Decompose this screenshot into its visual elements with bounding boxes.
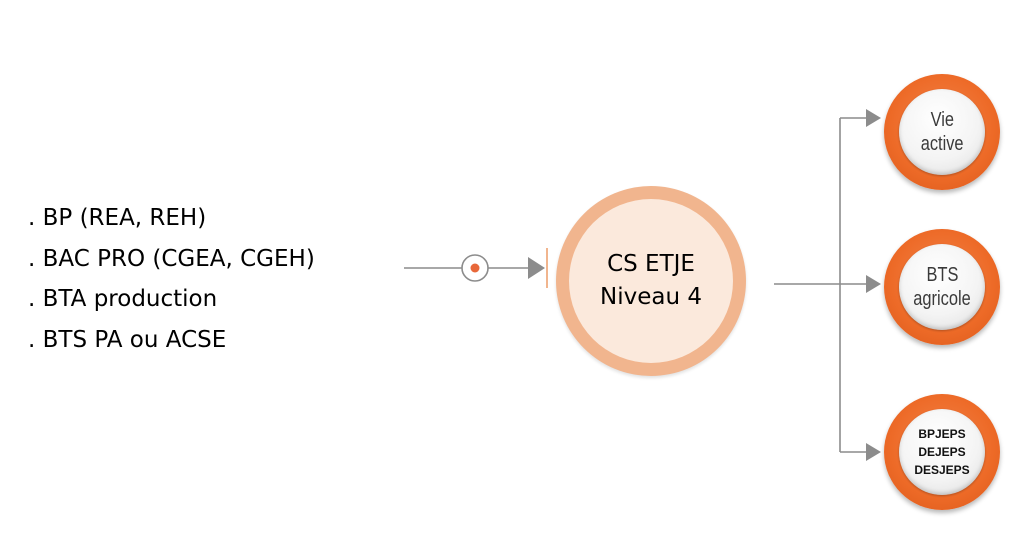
outcome-node-vie-active: Vie active (884, 74, 1000, 190)
prerequisite-list: . BP (REA, REH) . BAC PRO (CGEA, CGEH) .… (28, 198, 315, 360)
prerequisite-item: . BTA production (28, 286, 218, 312)
outcome-label-line: BTS (926, 264, 958, 286)
input-marker-dot (470, 263, 480, 273)
outcome-label-line: DEJEPS (918, 445, 966, 459)
outcome-label-line: DESJEPS (914, 463, 970, 477)
center-node: CS ETJE Niveau 4 (569, 199, 733, 363)
outcome-node-jeps: BPJEPS DEJEPS DESJEPS (884, 394, 1000, 510)
center-node-line1: CS ETJE (607, 251, 695, 277)
prerequisite-item: . BAC PRO (CGEA, CGEH) (28, 245, 315, 272)
outcome-label-line: BPJEPS (918, 427, 966, 441)
input-arrow-head (528, 257, 545, 279)
prerequisite-item: . BTS PA ou ACSE (28, 326, 227, 353)
center-left-tab (546, 248, 548, 288)
outcome-disc: BPJEPS DEJEPS DESJEPS (899, 409, 985, 495)
center-node-line2: Niveau 4 (600, 284, 702, 310)
outcome-label-line: active (920, 133, 964, 155)
prerequisite-item: . BP (REA, REH) (28, 205, 207, 231)
branch-arrow-bottom (866, 443, 881, 461)
branch-arrow-middle (866, 275, 881, 293)
outcome-disc: Vie active (899, 89, 985, 175)
outcome-node-bts-agricole: BTS agricole (884, 229, 1000, 345)
outcome-label-line: Vie (930, 109, 954, 131)
outcome-disc: BTS agricole (899, 244, 985, 330)
outcome-label-line: agricole (913, 288, 971, 310)
branch-arrow-top (866, 109, 881, 127)
